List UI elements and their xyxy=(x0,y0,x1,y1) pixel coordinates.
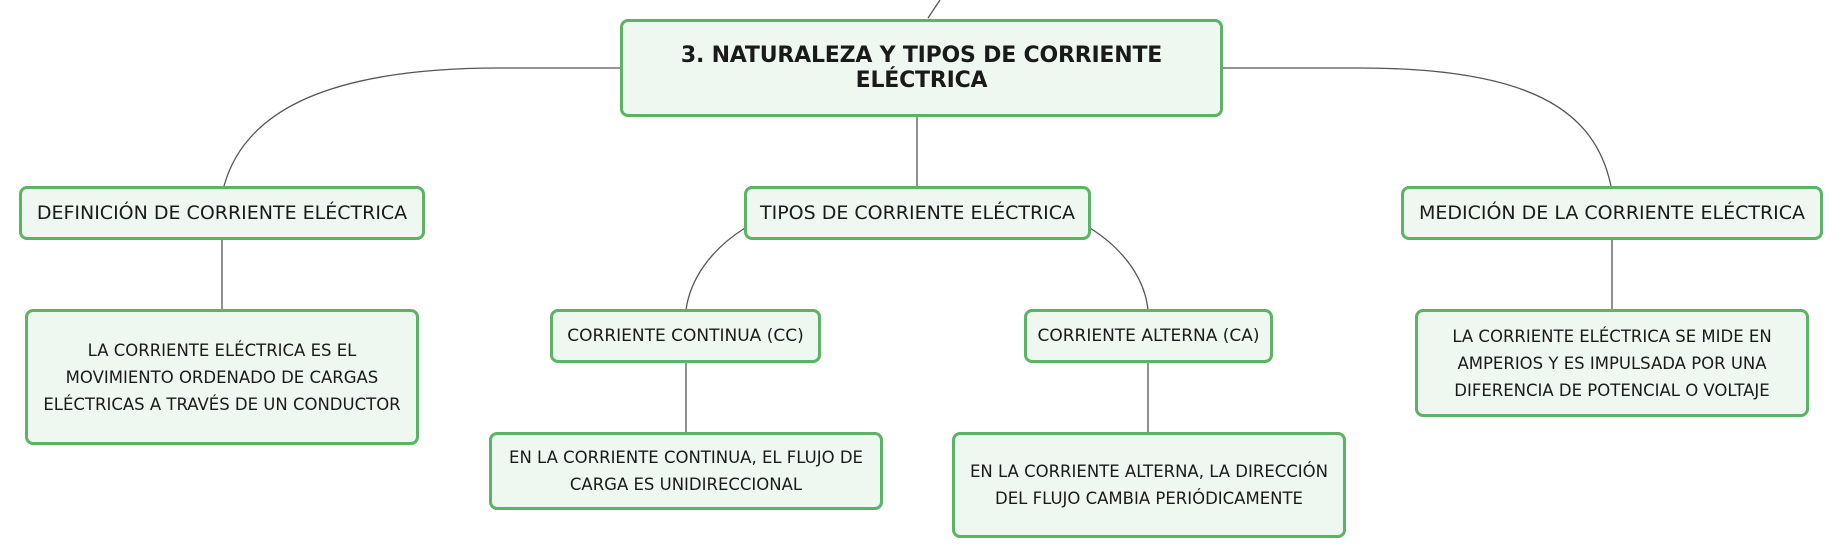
node-tipos[interactable]: TIPOS DE CORRIENTE ELÉCTRICA xyxy=(744,186,1091,240)
text-line: EN LA CORRIENTE CONTINUA, EL FLUJO DE xyxy=(509,448,863,467)
connector-root-parent xyxy=(927,0,941,19)
text-line: LA CORRIENTE ELÉCTRICA ES EL xyxy=(87,340,357,360)
node-continua-label: CORRIENTE CONTINUA (CC) xyxy=(567,326,804,346)
text-line: EN LA CORRIENTE ALTERNA, LA DIRECCIÓN xyxy=(969,462,1329,481)
text-line: AMPERIOS Y ES IMPULSADA POR UNA xyxy=(1457,353,1767,373)
node-alterna-texto[interactable]: EN LA CORRIENTE ALTERNA, LA DIRECCIÓN DE… xyxy=(952,432,1346,538)
node-definicion-label: DEFINICIÓN DE CORRIENTE ELÉCTRICA xyxy=(36,202,408,224)
text-line: LA CORRIENTE ELÉCTRICA SE MIDE EN xyxy=(1452,326,1772,346)
node-medicion-texto[interactable]: LA CORRIENTE ELÉCTRICA SE MIDE EN AMPERI… xyxy=(1415,309,1809,417)
text-line: MOVIMIENTO ORDENADO DE CARGAS xyxy=(65,367,379,387)
node-definicion-texto-body: LA CORRIENTE ELÉCTRICA ES EL MOVIMIENTO … xyxy=(43,337,400,418)
node-alterna-label: CORRIENTE ALTERNA (CA) xyxy=(1037,326,1260,346)
node-continua-texto-body: EN LA CORRIENTE CONTINUA, EL FLUJO DE CA… xyxy=(509,444,863,498)
node-medicion[interactable]: MEDICIÓN DE LA CORRIENTE ELÉCTRICA xyxy=(1401,186,1823,240)
node-alterna-texto-body: EN LA CORRIENTE ALTERNA, LA DIRECCIÓN DE… xyxy=(970,458,1328,512)
connector-tipos-continua xyxy=(685,227,746,311)
connector-root-definicion xyxy=(223,67,620,187)
connector-root-medicion xyxy=(1222,67,1612,187)
text-line: CARGA ES UNIDIRECCIONAL xyxy=(569,475,803,494)
node-definicion-texto[interactable]: LA CORRIENTE ELÉCTRICA ES EL MOVIMIENTO … xyxy=(25,309,419,445)
node-tipos-label: TIPOS DE CORRIENTE ELÉCTRICA xyxy=(759,202,1076,224)
text-line: DIFERENCIA DE POTENCIAL O VOLTAJE xyxy=(1454,380,1770,400)
node-medicion-texto-body: LA CORRIENTE ELÉCTRICA SE MIDE EN AMPERI… xyxy=(1452,323,1771,404)
node-alterna[interactable]: CORRIENTE ALTERNA (CA) xyxy=(1024,309,1273,363)
node-root-label: 3. NATURALEZA Y TIPOS DE CORRIENTE ELÉCT… xyxy=(680,43,1163,93)
node-continua[interactable]: CORRIENTE CONTINUA (CC) xyxy=(550,309,821,363)
text-line: DEL FLUJO CAMBIA PERIÓDICAMENTE xyxy=(995,489,1303,508)
node-definicion[interactable]: DEFINICIÓN DE CORRIENTE ELÉCTRICA xyxy=(19,186,425,240)
node-root[interactable]: 3. NATURALEZA Y TIPOS DE CORRIENTE ELÉCT… xyxy=(620,19,1223,117)
text-line: ELÉCTRICAS A TRAVÉS DE UN CONDUCTOR xyxy=(43,394,401,414)
node-continua-texto[interactable]: EN LA CORRIENTE CONTINUA, EL FLUJO DE CA… xyxy=(489,432,883,510)
connector-tipos-alterna xyxy=(1089,227,1149,311)
node-medicion-label: MEDICIÓN DE LA CORRIENTE ELÉCTRICA xyxy=(1418,202,1806,224)
